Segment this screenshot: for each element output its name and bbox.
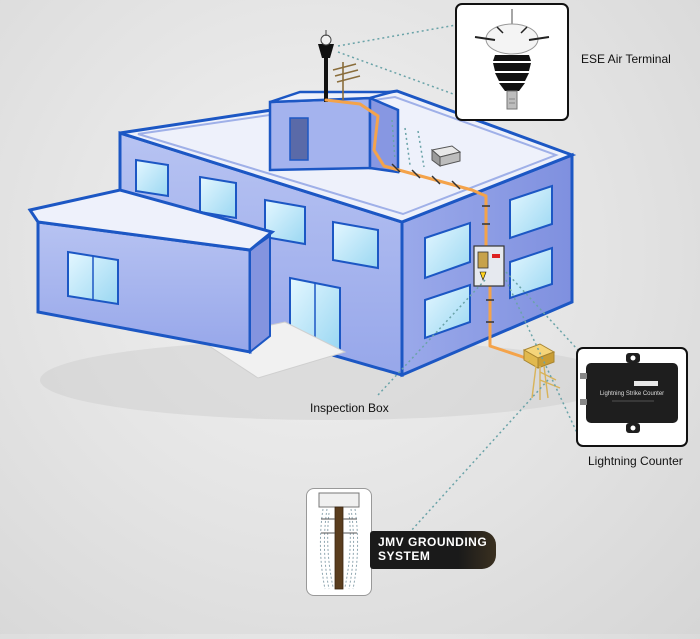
grounding-rod-icon [318, 492, 360, 590]
inspection-box-device [473, 245, 505, 287]
ese-air-terminal-detail [455, 3, 569, 121]
grounding-system-label-line1: JMV GROUNDING [378, 535, 488, 549]
ese-terminal-small [318, 44, 334, 58]
grounding-system-badge: JMV GROUNDING SYSTEM [370, 531, 496, 569]
lightning-counter-label: Lightning Counter [588, 454, 683, 468]
counter-device-text: Lightning Strike Counter [600, 391, 664, 397]
ese-air-terminal-label: ESE Air Terminal [581, 52, 671, 66]
annex-side-wall [249, 234, 271, 355]
ese-mast [324, 58, 328, 102]
roof-structure-front [268, 96, 372, 172]
front-windows [135, 158, 379, 270]
roof-antenna [332, 62, 361, 100]
side-windows [424, 184, 553, 340]
lightning-counter-icon: Lightning Strike Counter [580, 353, 678, 433]
ground-shadow [40, 340, 620, 420]
annex-roof [27, 188, 276, 252]
ese-terminal-head-small [320, 34, 332, 46]
ese-air-terminal-icon [474, 9, 550, 110]
inspection-box-label: Inspection Box [310, 401, 389, 415]
roof-structure-top [269, 90, 393, 104]
conductor-clips [391, 163, 494, 323]
lightning-counter-detail: Lightning Strike Counter [576, 347, 688, 447]
ground-test-pit [522, 343, 561, 400]
grounding-system-detail [306, 488, 372, 596]
roof-door [289, 117, 309, 161]
roof-unit-right [439, 151, 461, 167]
leader-lines [337, 24, 579, 533]
grounding-system-label-line2: SYSTEM [378, 549, 431, 563]
